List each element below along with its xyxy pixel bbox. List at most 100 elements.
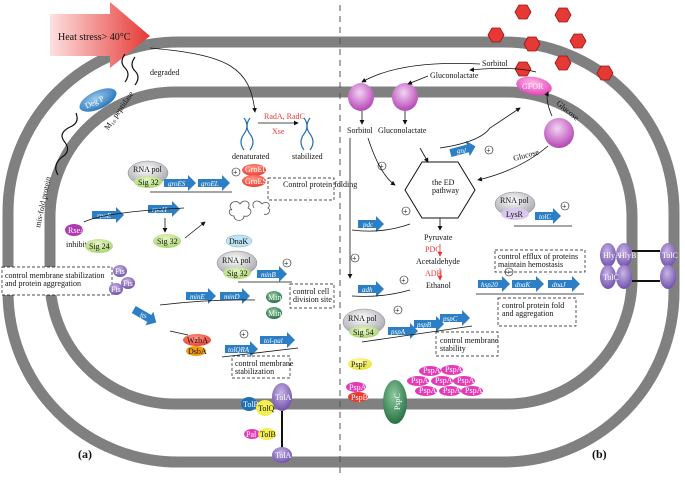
svg-text:pspA: pspA bbox=[390, 328, 406, 336]
inhibited-label: inhibited bbox=[66, 240, 94, 249]
svg-text:+: + bbox=[379, 162, 384, 171]
tolc-inner-protein: TolC bbox=[603, 273, 619, 282]
gene-groes-arrow: groES bbox=[164, 175, 196, 191]
pspa-label-4: PspA bbox=[435, 376, 453, 385]
sig54-protein: Sig 54 bbox=[353, 328, 374, 337]
svg-text:adh: adh bbox=[362, 286, 373, 294]
svg-text:pspC: pspC bbox=[442, 315, 458, 323]
pyruvate-label: Pyruvate bbox=[424, 233, 453, 242]
pal-protein: Pal bbox=[246, 430, 257, 439]
svg-text:groEL: groEL bbox=[201, 180, 219, 188]
gene-minb-arrow: minB bbox=[257, 266, 287, 282]
pspa-label-5: PspA bbox=[457, 376, 475, 385]
pspa-cluster bbox=[407, 365, 483, 396]
groel-protein: GroEL bbox=[245, 165, 267, 174]
svg-text:fts: fts bbox=[140, 312, 147, 320]
gene-mind-arrow: minD bbox=[220, 288, 250, 304]
gene-groel-arrow: groEL bbox=[198, 175, 230, 191]
stabilized-label: stabilized bbox=[292, 152, 323, 161]
gene-pspa-arrow: pspA bbox=[388, 323, 418, 339]
svg-text:tol-pal: tol-pal bbox=[264, 337, 283, 345]
pspa-label-7: PspA bbox=[443, 386, 461, 395]
svg-text:pspB: pspB bbox=[416, 321, 432, 329]
pspb-bound: PspB bbox=[351, 393, 368, 402]
gene-dnaj-arrow: dnaJ bbox=[548, 276, 580, 292]
svg-text:minD: minD bbox=[224, 293, 240, 301]
svg-text:+: + bbox=[284, 259, 289, 268]
svg-text:+: + bbox=[562, 202, 567, 211]
pspa-label-2: PspA bbox=[445, 365, 463, 374]
min-protein-1: Min bbox=[268, 293, 281, 302]
dna-denaturated-icon bbox=[240, 117, 254, 151]
pspa-label-6: PspA bbox=[419, 386, 437, 395]
svg-text:gnl: gnl bbox=[457, 147, 466, 155]
svg-text:minE: minE bbox=[190, 293, 206, 301]
svg-text:+: + bbox=[352, 254, 357, 263]
pspa-bound: PspA bbox=[349, 383, 367, 392]
tolr-protein: TolR bbox=[243, 400, 260, 409]
svg-text:dnaK: dnaK bbox=[515, 281, 531, 289]
wzba-protein: WzbA bbox=[187, 336, 208, 345]
rna-pol-2: RNA pol bbox=[222, 256, 251, 265]
gene-adh-arrow: adh bbox=[358, 281, 384, 297]
sig32-1: Sig 32 bbox=[138, 178, 159, 187]
tolc-hly-complex: HlyA HlyB TolC TolC bbox=[600, 243, 678, 289]
svg-text:+: + bbox=[395, 306, 400, 315]
svg-text:dnaJ: dnaJ bbox=[552, 281, 567, 289]
groes-protein: GroES bbox=[245, 177, 267, 186]
pspa-label-8: PspA bbox=[465, 386, 483, 395]
pspa-label-1: PspA bbox=[423, 366, 441, 375]
gene-dnak-arrow: dnaK bbox=[512, 276, 544, 292]
adh-enzyme: ADH bbox=[425, 269, 443, 278]
svg-text:+: + bbox=[403, 207, 408, 216]
hlyb-protein: HlyB bbox=[619, 251, 636, 260]
svg-text:tolQRA: tolQRA bbox=[228, 346, 250, 354]
inner-membrane bbox=[44, 86, 638, 410]
svg-text:+: + bbox=[506, 268, 511, 277]
lysr-protein: LysR bbox=[506, 210, 524, 219]
panel-a-label: (a) bbox=[78, 447, 92, 461]
panel-b-label: (b) bbox=[592, 447, 607, 461]
svg-text:hsp20: hsp20 bbox=[481, 281, 498, 289]
dna-stabilized-icon bbox=[300, 117, 314, 151]
pspc-protein: PspC bbox=[393, 393, 402, 410]
tola-protein-2: TolA bbox=[275, 451, 292, 460]
pdc-enzyme: PDC bbox=[425, 245, 441, 254]
svg-text:rpoH: rpoH bbox=[152, 206, 168, 214]
svg-text:pdc: pdc bbox=[362, 221, 374, 229]
svg-text:+: + bbox=[486, 146, 491, 155]
gene-mine-arrow: minE bbox=[186, 288, 216, 304]
rsea-protein: RseA bbox=[68, 226, 86, 235]
tolb-protein: TolB bbox=[260, 430, 276, 439]
sorbitol-in: Sorbitol bbox=[347, 126, 374, 135]
tolq-protein: TolQ bbox=[258, 404, 275, 413]
svg-text:groES: groES bbox=[168, 180, 186, 188]
fts-protein-2: Fts bbox=[123, 279, 133, 288]
rna-pol-sig54: RNA pol bbox=[348, 314, 377, 323]
sorbitol-out: Sorbitol bbox=[482, 59, 509, 68]
fts-protein-3: Fts bbox=[111, 285, 121, 294]
gene-tolc-arrow: tolC bbox=[535, 208, 561, 224]
fts-protein-1: Fts bbox=[115, 267, 125, 276]
svg-text:minB: minB bbox=[261, 271, 277, 279]
rna-pol-1: RNA pol bbox=[133, 165, 162, 174]
dnak-protein: DnaK bbox=[229, 237, 248, 246]
pspf-protein: PspF bbox=[351, 360, 368, 369]
acetaldehyde-label: Acetaldehyde bbox=[416, 257, 460, 266]
tola-protein-1: TolA bbox=[275, 393, 292, 402]
svg-text:+: + bbox=[401, 276, 406, 285]
gene-gnl-arrow: gnl bbox=[449, 140, 476, 157]
gene-hsp20-arrow: hsp20 bbox=[478, 276, 510, 292]
sig32-2: Sig 32 bbox=[227, 269, 248, 278]
min-protein-2: Min bbox=[268, 309, 281, 318]
tolc-outer-protein: TolC bbox=[662, 251, 678, 260]
svg-text:+: + bbox=[241, 330, 246, 339]
sig32-protein: Sig 32 bbox=[157, 237, 178, 246]
gluconolactate-in: Gluconolactate bbox=[378, 126, 427, 135]
